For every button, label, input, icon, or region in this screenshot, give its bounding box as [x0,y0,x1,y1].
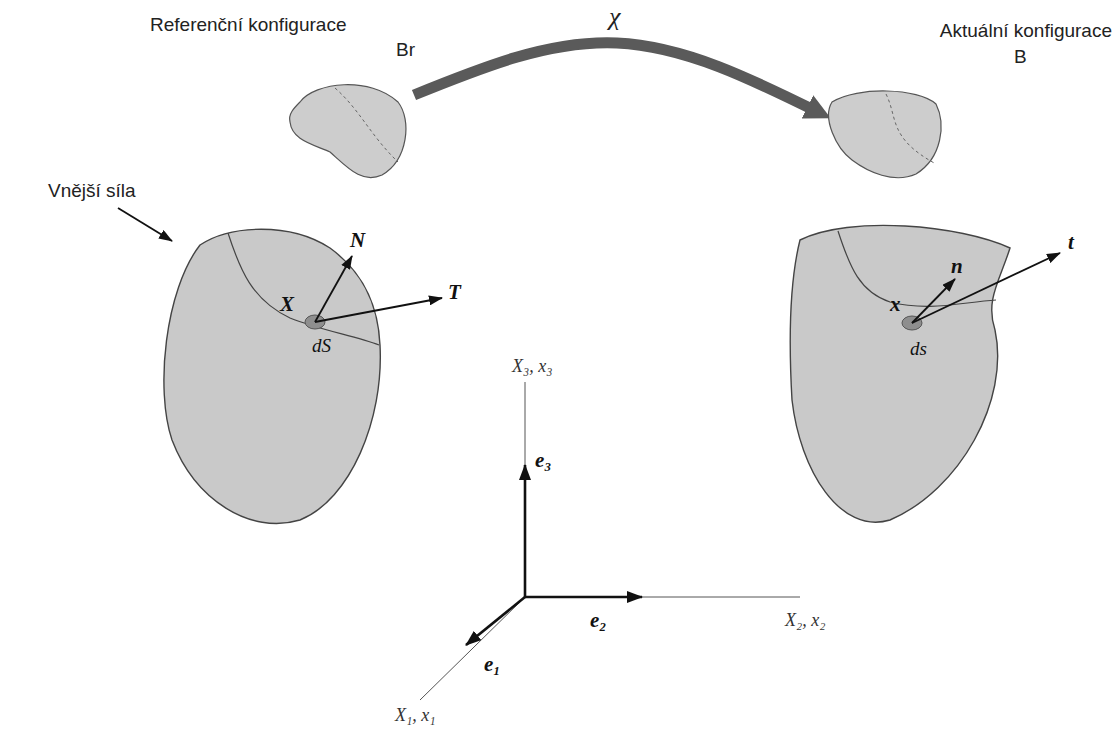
vector-label: T [448,280,461,304]
area-label: dS [312,335,331,357]
axis-label: X₁, x₁ [395,705,436,726]
dashed-line [335,88,398,162]
vector-label: t [1068,230,1074,254]
body-outline [290,85,406,178]
axis-label: X₂, x₂ [785,610,826,631]
base-vector [524,465,527,597]
force-label: Vnější síla [48,180,136,202]
point-label: x [890,292,901,316]
base-vector [466,597,525,645]
configuration-symbol: B [1014,46,1027,68]
reference-body [164,229,380,523]
vector-label: n [951,254,963,278]
axis-line [525,382,526,597]
mapping-label: χ [609,2,620,32]
current-body [790,225,1010,522]
configuration-heading: Aktuální konfigurace [940,20,1112,42]
axis-label: X₃, x₃ [512,356,553,377]
area-label: ds [910,338,927,360]
dashed-line [886,94,936,164]
base-vector-label: e₂ [590,608,607,632]
vector-label: N [350,228,365,252]
configuration-shape: Referenční konfiguraceBr [290,80,408,180]
traction-vector [315,298,442,322]
configuration-outline [828,88,940,178]
base-vector-label: e₃ [535,448,552,472]
point-label: X [280,292,294,316]
configuration-outline [290,80,408,180]
axis-line [525,597,800,598]
mapping-arrow [414,43,820,113]
external-force-arrow [118,208,172,241]
configuration-heading: Referenční konfigurace [150,14,346,36]
configuration-symbol: Br [396,39,415,61]
body-outline [829,91,941,178]
axis-line [420,597,525,700]
base-vector-label: e₁ [484,652,501,676]
configuration-shape: Aktuální konfiguraceB [828,88,940,178]
traction-vector [912,253,1060,323]
normal-vector [912,279,955,323]
base-vector [525,596,642,599]
normal-vector [315,256,352,322]
